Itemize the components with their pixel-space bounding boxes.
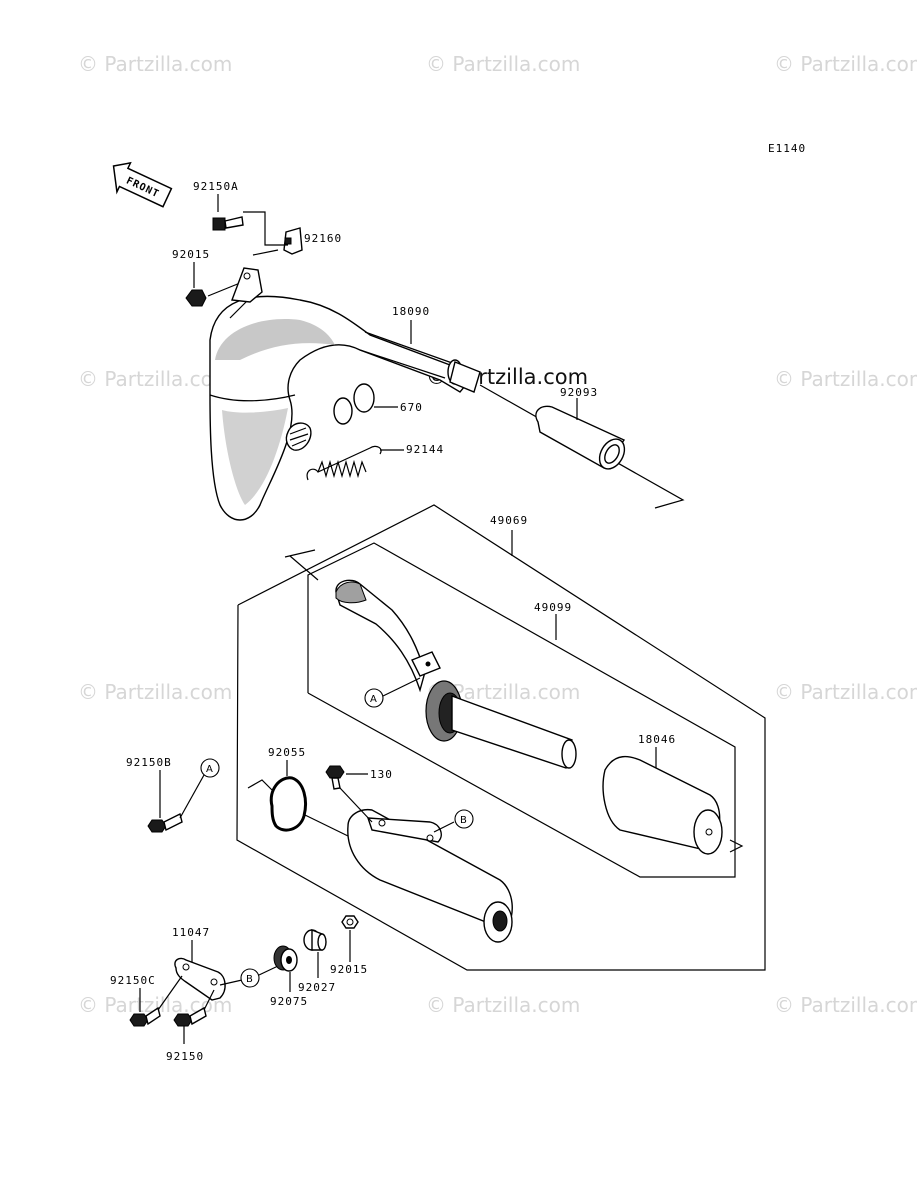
bolt-92150 [173,1006,207,1027]
bolt-130 [325,765,345,790]
o-rings-670 [333,383,375,425]
expansion-chamber-18090 [209,267,481,521]
label-92144: 92144 [406,443,444,456]
watermark: © Partzilla.com [774,367,917,391]
front-arrow-icon: FRONT [112,161,173,208]
diagram-code: E1140 [768,142,806,155]
bolt-92150b [147,812,183,833]
watermark: © Partzilla.com [78,367,233,391]
watermark: © Partzilla.com [774,680,917,704]
ref-marker-a-bolt: A [179,758,220,819]
bolt-92150c [129,1006,161,1027]
header-pipe [335,579,441,693]
svg-text:A: A [206,764,213,775]
bracket-11047 [174,957,226,1001]
label-92015-top: 92015 [172,248,210,261]
label-92093: 92093 [560,386,598,399]
label-49069: 49069 [490,514,528,527]
label-11047: 11047 [172,926,210,939]
svg-text:B: B [246,974,253,985]
label-92150c: 92150C [110,974,156,987]
watermark: © Partzilla.com [78,680,233,704]
label-92150a: 92150A [193,180,239,193]
label-92150: 92150 [166,1050,204,1063]
label-18046: 18046 [638,733,676,746]
label-49099: 49099 [534,601,572,614]
label-92150b: 92150B [126,756,172,769]
bracket-92160 [283,227,303,255]
bolt-92150a [212,216,244,231]
watermark: © Partzilla.com [426,52,581,76]
assembly-frame-49099 [307,542,736,878]
ref-marker-a-header: A [364,677,421,708]
pipe-92093 [535,405,626,470]
gasket-92055 [269,776,307,832]
spring-92144 [306,445,382,481]
watermark: © Partzilla.com [774,993,917,1017]
packing-18046 [602,755,723,855]
label-92015-bottom: 92015 [330,963,368,976]
svg-text:A: A [370,694,377,705]
ref-marker-b-silencer: B [433,809,474,833]
watermark: © Partzilla.com [774,52,917,76]
label-18090: 18090 [392,305,430,318]
watermark: © Partzilla.com [426,993,581,1017]
svg-text:B: B [460,815,467,826]
label-92075: 92075 [270,995,308,1008]
collar-92027 [303,928,327,951]
watermark: © Partzilla.com [78,52,233,76]
label-92160: 92160 [304,232,342,245]
label-92027: 92027 [298,981,336,994]
label-670: 670 [400,401,423,414]
label-92055: 92055 [268,746,306,759]
label-130: 130 [370,768,393,781]
assembly-frame-49069 [236,504,766,971]
nut-92015-top [185,289,207,307]
tail-pipe [451,694,577,769]
ref-marker-b-bracket: B [240,965,279,988]
silencer-body [347,808,513,943]
grommet-92075 [273,945,298,972]
